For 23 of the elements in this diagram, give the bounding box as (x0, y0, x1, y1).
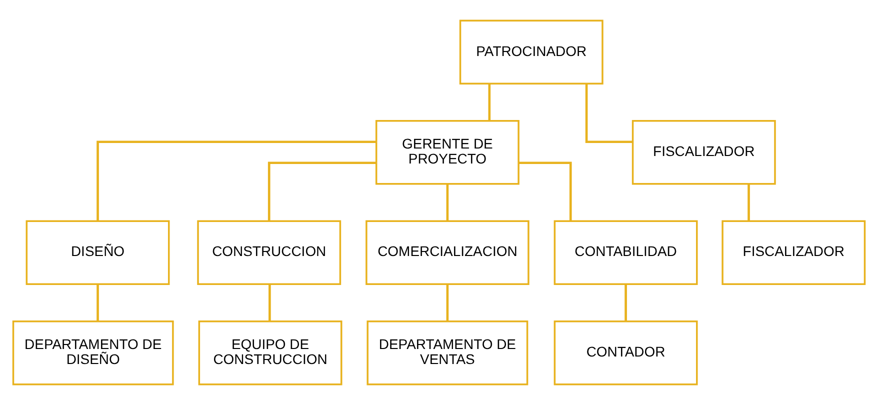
node-box: COMERCIALIZACION (366, 220, 530, 285)
node-box: FISCALIZADOR (632, 120, 776, 185)
connector (446, 284, 449, 322)
connector (96, 284, 99, 322)
connector (748, 184, 750, 222)
node-box: EQUIPO DE CONSTRUCCION (198, 320, 342, 386)
node-box: PATROCINADOR (459, 20, 604, 84)
connector (585, 84, 633, 144)
node-box: CONTABILIDAD (554, 220, 698, 285)
connector (624, 284, 627, 322)
node-box: DEPARTAMENTO DE VENTAS (366, 320, 528, 386)
node-box: CONTADOR (554, 320, 698, 386)
node-box: DISEÑO (26, 220, 170, 285)
connector (96, 140, 376, 221)
connector (446, 184, 449, 222)
connector (268, 162, 376, 221)
connector (518, 162, 572, 221)
node-box: DEPARTAMENTO DE DISEÑO (12, 320, 174, 386)
node-box: CONSTRUCCION (197, 220, 342, 285)
connector (488, 84, 491, 121)
node-box: GERENTE DE PROYECTO (375, 120, 520, 185)
connector (268, 284, 271, 322)
node-box: FISCALIZADOR (722, 220, 866, 285)
